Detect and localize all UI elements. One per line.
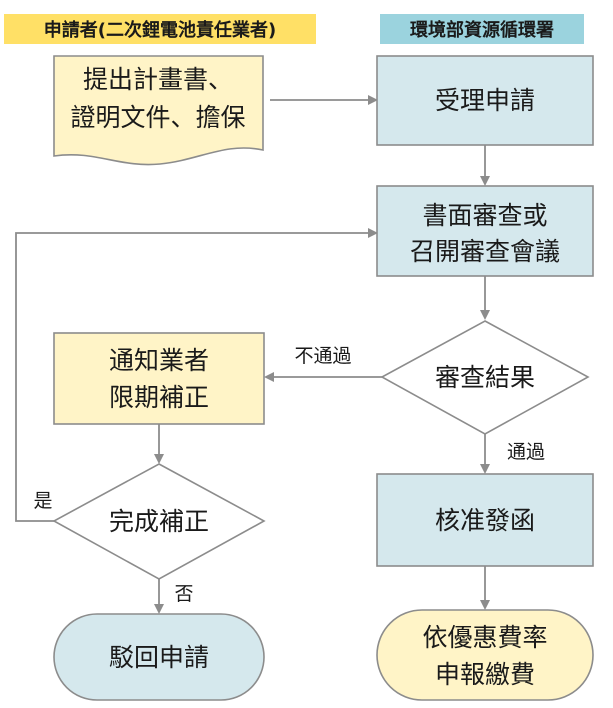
node-approve-letter: 核准發函 bbox=[376, 473, 594, 567]
document-review-line1: 書面審查或 bbox=[422, 201, 547, 230]
approve-letter-box bbox=[376, 473, 594, 567]
preferential-fee-line2: 申報繳費 bbox=[435, 660, 535, 689]
review-result-label: 審查結果 bbox=[435, 363, 535, 392]
edge-label-yes: 是 bbox=[33, 490, 52, 512]
accept-application-label: 受理申請 bbox=[435, 86, 535, 115]
notify-correction-line2: 限期補正 bbox=[109, 383, 209, 412]
reject-application-label: 駁回申請 bbox=[109, 643, 209, 672]
reject-application-terminal bbox=[53, 613, 265, 701]
header-agency: 環境部資源循環署 bbox=[380, 14, 584, 44]
header-agency-bg bbox=[380, 14, 584, 44]
preferential-fee-terminal bbox=[376, 609, 594, 701]
submit-documents-line1: 提出計畫書、 bbox=[83, 65, 233, 94]
approve-letter-label: 核准發函 bbox=[435, 506, 535, 535]
node-review-result: 審查結果 bbox=[380, 320, 590, 435]
header-applicant-bg bbox=[4, 14, 316, 44]
submit-documents-line2: 證明文件、擔保 bbox=[70, 103, 245, 132]
node-document-review: 書面審查或 召開審查會議 bbox=[376, 185, 594, 277]
edge-label-pass: 通過 bbox=[507, 441, 545, 463]
node-reject-application: 駁回申請 bbox=[53, 613, 265, 701]
header-agency-text: 環境部資源循環署 bbox=[410, 19, 554, 41]
edge-complete-loop-to-review bbox=[15, 228, 378, 522]
preferential-fee-line1: 依優惠費率 bbox=[422, 623, 547, 652]
node-complete-correction: 完成補正 bbox=[52, 463, 266, 580]
header-applicant-text: 申請者(二次鋰電池責任業者) bbox=[44, 19, 276, 41]
complete-correction-label: 完成補正 bbox=[109, 507, 209, 536]
node-accept-application: 受理申請 bbox=[376, 55, 594, 146]
header-applicant: 申請者(二次鋰電池責任業者) bbox=[4, 14, 316, 44]
document-shape bbox=[53, 55, 264, 166]
edge-label-fail: 不通過 bbox=[294, 345, 351, 367]
complete-correction-diamond bbox=[52, 463, 266, 580]
document-review-line2: 召開審查會議 bbox=[410, 237, 560, 266]
node-preferential-fee: 依優惠費率 申報繳費 bbox=[376, 609, 594, 701]
edge-label-no: 否 bbox=[174, 583, 193, 605]
node-notify-correction: 通知業者 限期補正 bbox=[53, 332, 265, 425]
accept-application-box bbox=[376, 55, 594, 146]
review-result-diamond bbox=[380, 320, 590, 435]
node-submit-documents: 提出計畫書、 證明文件、擔保 bbox=[53, 55, 264, 166]
document-review-box bbox=[376, 185, 594, 277]
notify-correction-line1: 通知業者 bbox=[109, 346, 209, 375]
notify-correction-box bbox=[53, 332, 265, 425]
